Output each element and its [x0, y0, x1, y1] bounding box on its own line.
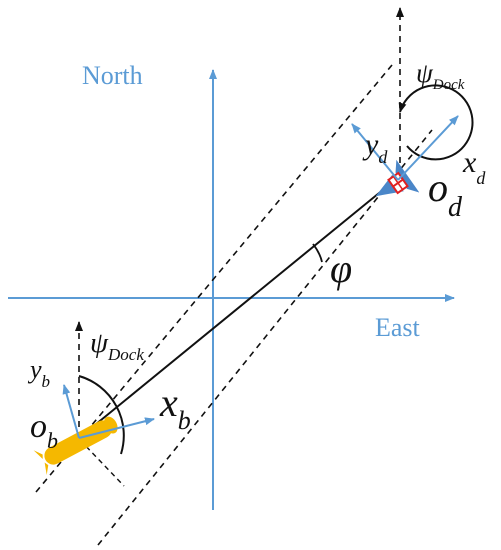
- dock-y-label: yd: [362, 128, 388, 167]
- dock-heading-arc: [398, 84, 474, 161]
- vehicle-y-axis: [62, 384, 80, 439]
- vehicle-y-label: yb: [27, 355, 50, 391]
- dock-icon: [375, 159, 420, 197]
- phi-angle-arc: [312, 243, 323, 263]
- psi-dock-label-top: ψDock: [416, 58, 465, 93]
- corridor-lower-dashed-line: [97, 129, 433, 546]
- line-of-sight: [78, 179, 396, 439]
- phi-label: φ: [330, 246, 352, 291]
- dock-x-label: xd: [462, 146, 486, 188]
- east-label: East: [375, 313, 421, 342]
- vehicle-origin-label: ob: [30, 408, 58, 453]
- dock-y-axis: [351, 123, 399, 181]
- vehicle-heading-arc: [78, 375, 125, 455]
- dock-origin-label: od: [428, 165, 463, 223]
- psi-dock-label-vehicle: ψDock: [90, 327, 144, 364]
- vehicle-x-axis: [78, 417, 155, 439]
- corridor-upper-dashed-line: [35, 64, 393, 493]
- north-label: North: [82, 61, 143, 90]
- dock-x-axis: [397, 115, 459, 181]
- vehicle-x-label: xb: [159, 380, 191, 435]
